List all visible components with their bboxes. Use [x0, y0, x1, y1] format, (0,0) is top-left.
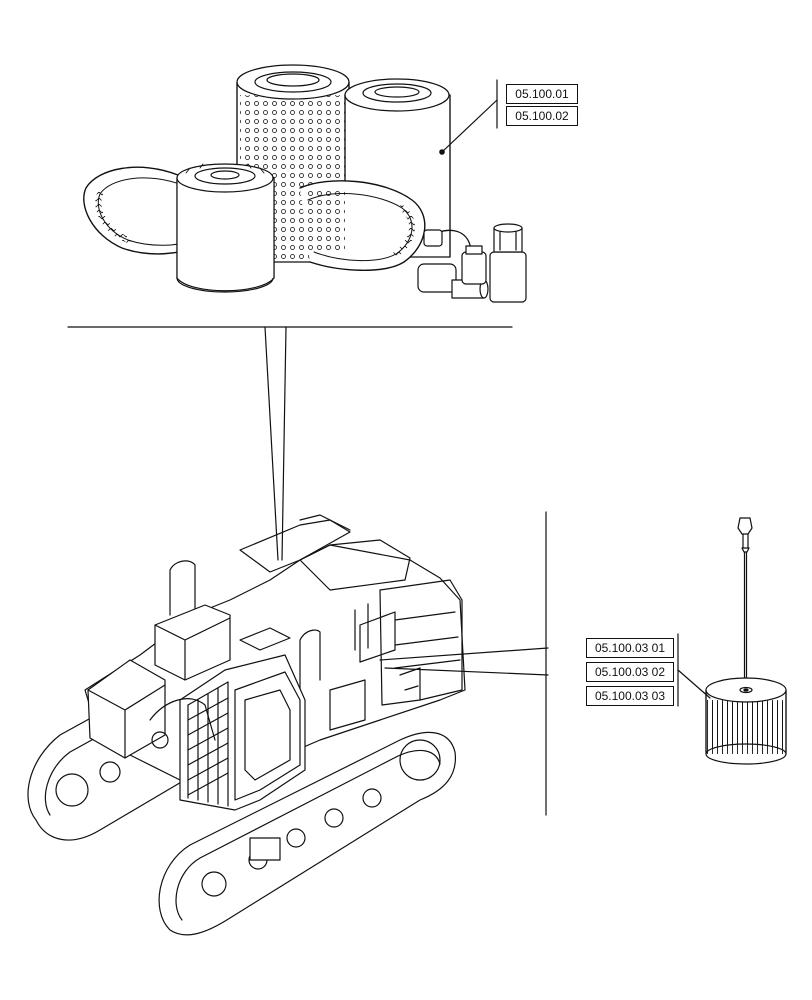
inline-filter-illustration	[677, 517, 787, 765]
drive-belt-icon	[83, 166, 201, 255]
reference-label-05-100-03-03[interactable]: 05.100.03 03	[586, 686, 674, 706]
dipstick-icon	[737, 517, 753, 683]
upper-leader	[441, 79, 498, 153]
excavator-illustration	[27, 514, 549, 936]
fan-belt-icon	[299, 180, 426, 271]
lower-leader	[677, 633, 711, 707]
cab-guard-icon	[187, 681, 229, 807]
filter-element-icon	[705, 677, 787, 765]
reference-label-05-100-02[interactable]: 05.100.02	[506, 106, 578, 126]
filter-kit-illustration	[83, 64, 527, 303]
rear-track-icon	[158, 731, 457, 936]
reference-label-05-100-01[interactable]: 05.100.01	[506, 84, 578, 104]
reference-label-05-100-03-01[interactable]: 05.100.03 01	[586, 638, 674, 658]
hydraulic-fittings-icon	[417, 223, 527, 303]
oil-filter-icon	[176, 163, 275, 293]
upper-structure-icon	[84, 514, 549, 811]
kit-connector-lines	[67, 326, 513, 561]
reference-label-05-100-03-02[interactable]: 05.100.03 02	[586, 662, 674, 682]
